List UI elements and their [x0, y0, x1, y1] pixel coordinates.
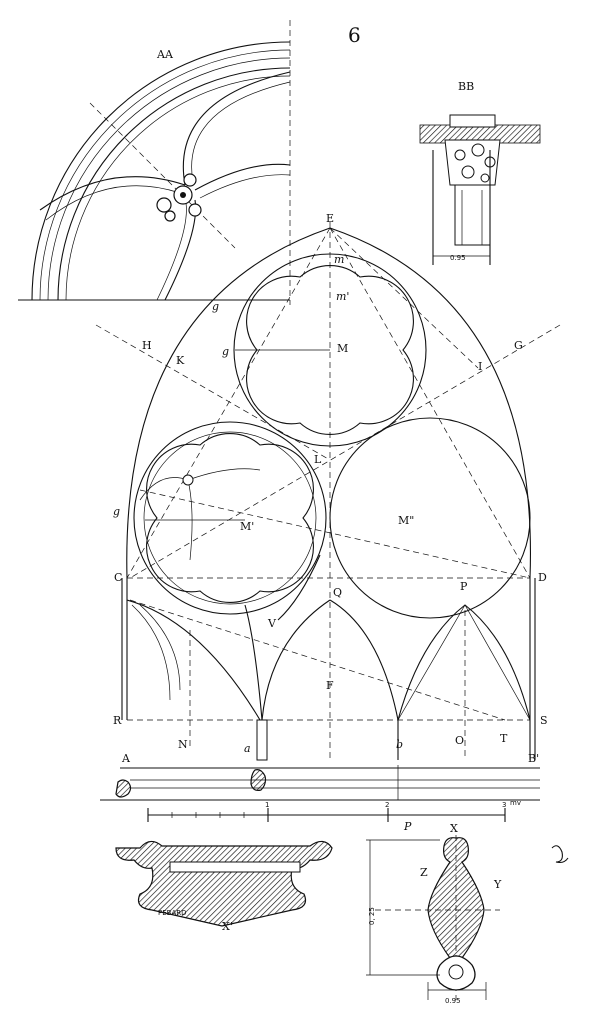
point-g-2: g: [222, 345, 229, 358]
plan-jamb-profile: [115, 779, 132, 798]
point-T: T: [500, 732, 508, 745]
left-quatrefoil: [146, 432, 314, 604]
point-L: L: [314, 453, 322, 466]
point-F: F: [326, 679, 334, 692]
label-aa: AA: [156, 48, 174, 61]
point-M-dprime: M": [398, 514, 414, 527]
point-D: D: [538, 571, 547, 584]
point-P: P: [460, 580, 468, 593]
point-G: G: [514, 339, 523, 352]
label-bb: BB: [458, 80, 474, 93]
plan-section: [100, 765, 540, 801]
rib-sprigs: [139, 468, 261, 561]
point-a: a: [244, 742, 251, 755]
right-circle: [329, 417, 531, 619]
y-height-dim: 0, 25: [368, 907, 376, 925]
upper-circle: [233, 253, 427, 447]
scale-tick-2: 2: [385, 801, 389, 809]
plan-mullion-profile: [250, 769, 267, 791]
y-width-dim: 0.95: [445, 997, 461, 1005]
point-Q: Q: [333, 586, 342, 599]
point-M: M: [337, 342, 348, 355]
point-m: m: [334, 253, 344, 266]
detail-bb-capital: BB 0.95: [419, 80, 541, 265]
point-R: R: [113, 714, 122, 727]
point-M-prime: M': [240, 520, 254, 533]
label-x-prime: X': [222, 920, 233, 933]
scale-tick-1: 1: [265, 801, 269, 809]
scale-bar: 1 2 3 mv: [147, 799, 521, 822]
scale-tick-3: 3: [502, 801, 506, 809]
outer-arch: [126, 227, 532, 579]
point-b: b: [396, 738, 403, 751]
sub-arch-right: [397, 604, 531, 721]
point-N: N: [178, 738, 188, 751]
detail-xyz-section: P X Y Z 0, 25 0.95: [366, 820, 502, 1005]
point-K: K: [176, 354, 185, 367]
scale-unit: mv: [510, 799, 521, 807]
point-V: V: [267, 617, 277, 630]
left-circle: [133, 421, 327, 615]
plate-number: 6: [348, 23, 361, 47]
label-z: Z: [420, 866, 428, 879]
point-m-prime: m': [336, 290, 349, 303]
label-p: P: [403, 820, 412, 833]
point-A: A: [121, 752, 131, 765]
marginal-sprig-icon: [551, 845, 569, 864]
bb-width-dim: 0.95: [450, 254, 466, 262]
point-O: O: [455, 734, 464, 747]
point-S: S: [540, 714, 548, 727]
detail-aa-vault-quarter: AA: [18, 20, 291, 305]
sub-arch-1: [126, 599, 261, 721]
point-g-1: g: [212, 300, 219, 313]
signature: PEBARD: [158, 909, 187, 917]
boss-ornament: [156, 173, 202, 222]
detail-x-prime-profile: X' PEBARD: [115, 840, 333, 933]
point-B-prime: B': [528, 752, 539, 765]
point-E: E: [326, 212, 334, 225]
label-x: X: [450, 822, 458, 835]
point-C: C: [114, 571, 122, 584]
label-y: Y: [493, 878, 502, 891]
window-elevation: E m m' g g g M H K G I L M' M" C D Q P V…: [95, 212, 561, 765]
point-I: I: [478, 360, 482, 373]
point-H: H: [142, 339, 152, 352]
point-g-3: g: [113, 505, 120, 518]
upper-quatrefoil: [246, 264, 414, 436]
